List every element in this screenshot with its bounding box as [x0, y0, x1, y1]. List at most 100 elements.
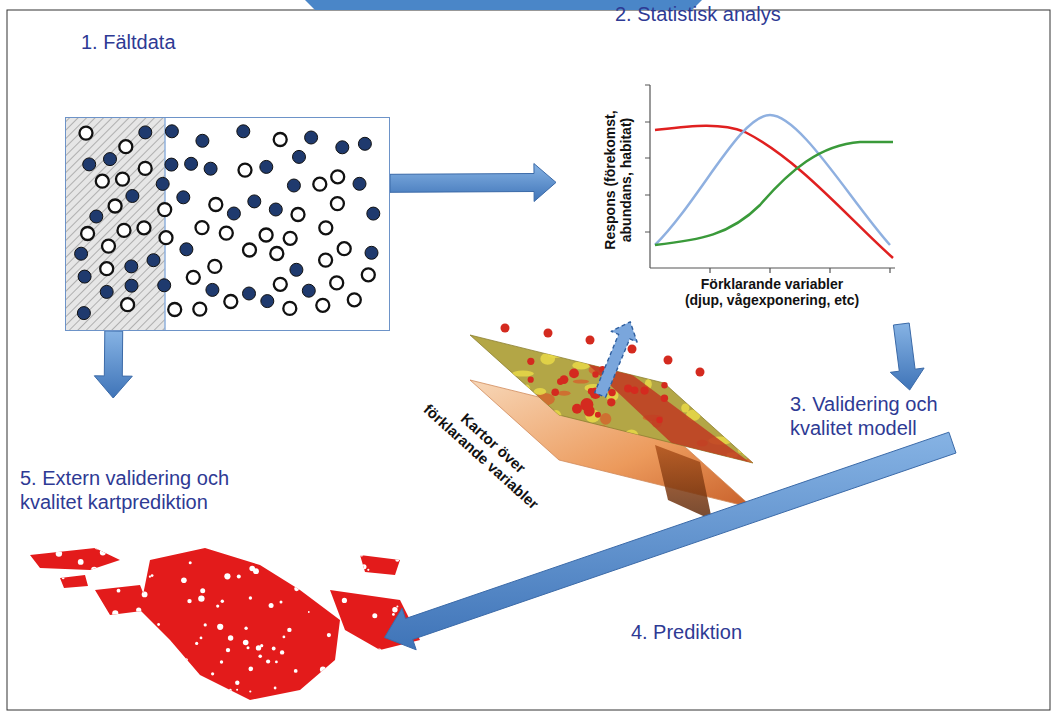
map-speckle: [44, 650, 49, 655]
presence-dot: [104, 153, 117, 166]
map-patch: [609, 432, 616, 442]
map-speckle: [395, 558, 399, 562]
sample-dot: [608, 389, 615, 396]
map-patch: [551, 457, 571, 461]
block-arrow: [385, 432, 957, 650]
map-speckle: [272, 647, 276, 651]
map-speckle: [269, 555, 275, 561]
map-speckle: [342, 692, 345, 695]
map-speckle: [249, 690, 251, 692]
map-speckle: [288, 555, 290, 557]
map-patch: [500, 428, 509, 438]
presence-dot: [83, 158, 96, 171]
map-patch: [472, 405, 482, 412]
map-speckle: [422, 661, 427, 666]
map-patch: [572, 361, 590, 369]
map-speckle: [91, 567, 97, 573]
presence-dot: [77, 307, 90, 320]
map-speckle: [122, 669, 124, 671]
absence-dot: [362, 268, 375, 281]
map-speckle: [78, 618, 80, 620]
presence-dot: [75, 247, 88, 260]
absence-dot: [208, 260, 221, 273]
map-patch: [695, 330, 703, 343]
absence-dot: [209, 198, 222, 211]
map-patch: [681, 404, 689, 413]
green-curve: [655, 142, 893, 245]
map-speckle: [181, 578, 187, 584]
field-data-box: 1. Fältdata: [65, 117, 390, 331]
map-speckle: [264, 562, 270, 568]
absence-dot: [187, 271, 200, 284]
map-patch: [532, 402, 540, 409]
map-patch: [517, 409, 534, 416]
map-speckle: [46, 579, 51, 584]
map-speckle: [412, 579, 416, 583]
map-patch: [618, 457, 641, 463]
sample-dot: [557, 378, 564, 385]
map-patch: [663, 369, 670, 382]
map-speckle: [136, 559, 139, 562]
map-speckle: [112, 610, 118, 616]
map-patch: [534, 393, 555, 406]
prediction-texture: [25, 543, 427, 705]
absence-dot: [138, 221, 151, 234]
map-speckle: [236, 689, 238, 691]
map-speckle: [204, 688, 207, 691]
map-speckle: [76, 613, 80, 617]
presence-dot: [125, 260, 138, 273]
map-speckle: [40, 621, 44, 625]
map-speckle: [115, 623, 119, 627]
map-speckle: [371, 652, 373, 654]
map-speckle: [198, 595, 204, 601]
map-speckle: [414, 589, 420, 595]
map-patch: [703, 374, 727, 380]
absence-dot: [158, 203, 171, 216]
map-speckle: [122, 690, 126, 694]
presence-dot: [139, 126, 152, 139]
red-curve: [655, 126, 893, 258]
map-speckle: [340, 681, 345, 686]
absence-dot: [331, 197, 344, 210]
map-patch: [633, 335, 651, 339]
presence-dot: [227, 207, 240, 220]
map-patch: [512, 371, 534, 377]
sample-dot: [661, 382, 667, 388]
absence-dot: [338, 242, 351, 255]
map-speckle: [189, 561, 192, 564]
map-speckle: [211, 672, 214, 675]
map-speckle: [258, 655, 262, 659]
map-patch: [658, 340, 671, 347]
map-patch: [591, 425, 609, 437]
presence-dot: [165, 125, 178, 138]
absence-dot: [348, 293, 361, 306]
map-speckle: [378, 545, 382, 549]
presence-dot: [287, 179, 300, 192]
absence-dot: [96, 175, 109, 188]
map-speckle: [195, 642, 198, 645]
map-speckle: [266, 659, 270, 663]
x-axis: [650, 267, 895, 268]
map-speckle: [372, 613, 377, 618]
analysis-chart: 2. Statistisk analysRespons (förekomst, …: [560, 0, 915, 320]
absence-dot: [283, 302, 296, 315]
map-patch: [573, 379, 589, 383]
presence-dot: [353, 177, 366, 190]
map-speckle: [294, 586, 299, 591]
axis-label: Förklarande variabler (djup, vågexponeri…: [682, 276, 862, 308]
map-speckle: [29, 584, 32, 587]
sample-dot: [528, 377, 534, 383]
absence-dot: [118, 224, 131, 237]
map-speckle: [417, 568, 421, 572]
map-patch: [741, 383, 748, 392]
map-patch: [721, 399, 734, 405]
absence-dot: [243, 244, 256, 257]
presence-dot: [243, 287, 256, 300]
map-patch: [534, 388, 546, 395]
map-speckle: [126, 639, 128, 641]
map-speckle: [388, 678, 391, 681]
absence-dot: [160, 231, 173, 244]
y-axis: [649, 85, 650, 268]
map-speckle: [246, 700, 248, 702]
